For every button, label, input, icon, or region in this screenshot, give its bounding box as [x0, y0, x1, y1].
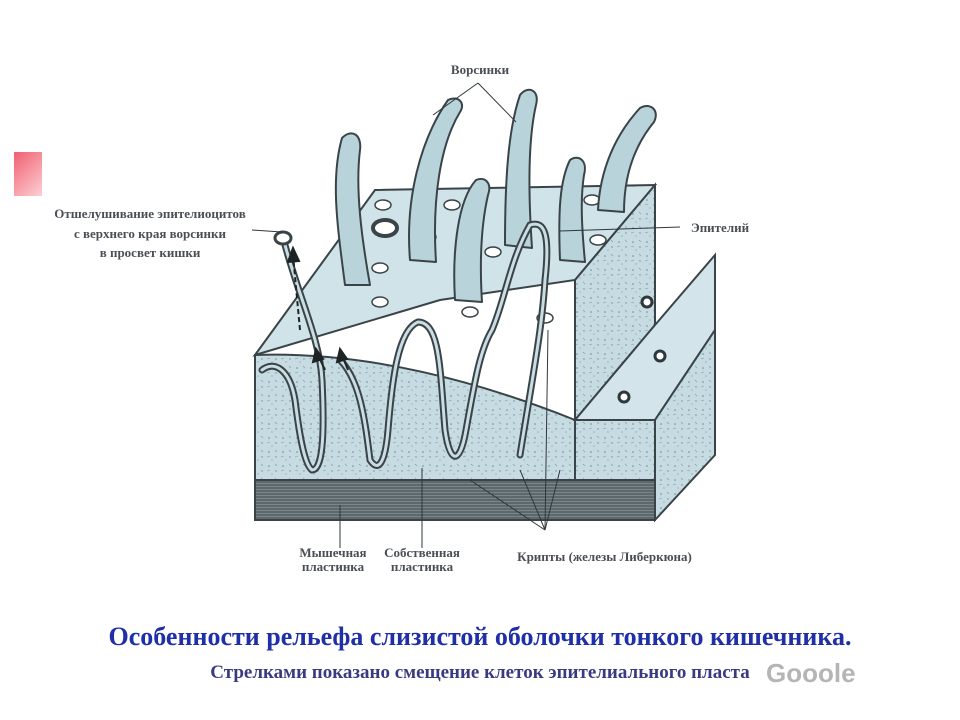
- label-muscular-2: пластинка: [283, 559, 383, 575]
- leader-villi-right: [478, 83, 516, 122]
- label-desquamation-2: с верхнего края ворсинки: [30, 226, 270, 242]
- villus-tip-coil: [373, 220, 397, 236]
- lower-step-front: [575, 420, 655, 480]
- label-villi: Ворсинки: [440, 62, 520, 78]
- label-crypts: Крипты (железы Либеркюна): [492, 549, 717, 565]
- muscular-layer: [255, 480, 655, 520]
- slide-title: Особенности рельефа слизистой оболочки т…: [0, 622, 960, 652]
- label-epithelium: Эпителий: [680, 220, 760, 236]
- watermark-logo: Gooole: [766, 658, 856, 689]
- villus-5: [559, 158, 585, 262]
- label-desquamation-1: Отшелушивание эпителиоцитов: [30, 206, 270, 222]
- label-desquamation-3: в просвет кишки: [30, 245, 270, 261]
- villus-tip-coil-left: [275, 232, 291, 244]
- label-propria-2: пластинка: [372, 559, 472, 575]
